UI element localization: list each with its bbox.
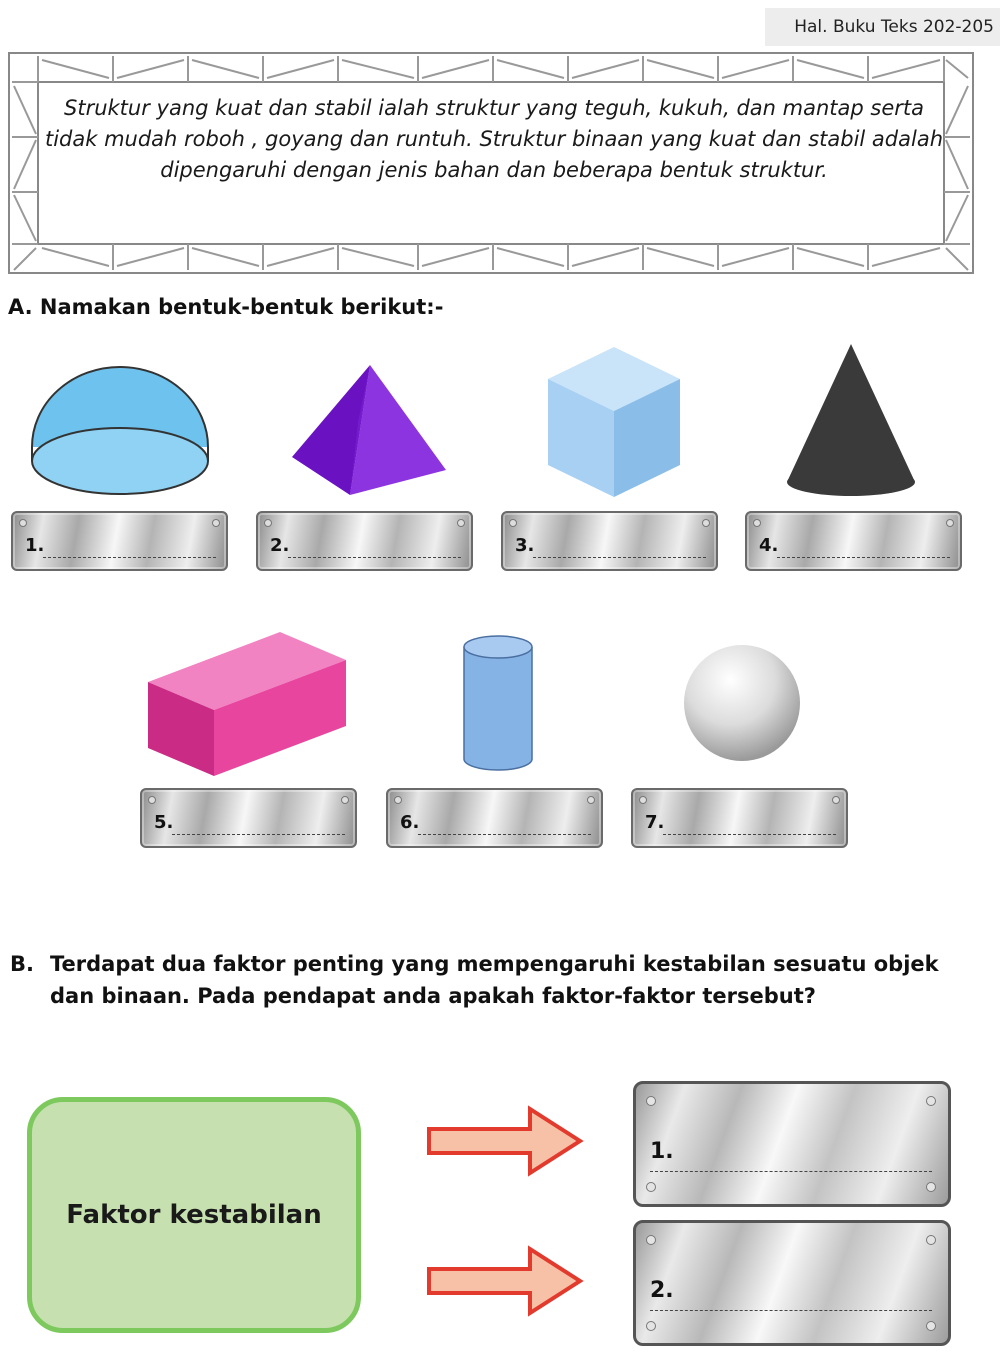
answer-line [650, 1310, 932, 1311]
cuboid-icon [148, 632, 346, 776]
answer-plate-2[interactable]: 2. [256, 511, 473, 571]
answer-number: 4. [759, 535, 779, 556]
section-b-text: Terdapat dua faktor penting yang mempeng… [50, 952, 939, 1008]
textbook-page-reference: Hal. Buku Teks 202-205 [765, 8, 1000, 46]
answer-line [43, 557, 216, 558]
section-b-label: B. [10, 952, 34, 976]
cone-icon [787, 344, 915, 496]
answer-plate-7[interactable]: 7. [631, 788, 848, 848]
right-arrow-icon [427, 1105, 584, 1177]
answer-line [650, 1171, 932, 1172]
answer-number: 5. [154, 812, 174, 833]
answer-number: 1. [25, 535, 45, 556]
factor-answer-plate-2[interactable]: 2. [633, 1220, 951, 1346]
answer-line [533, 557, 706, 558]
answer-line [663, 834, 836, 835]
cube-icon [548, 347, 680, 497]
factor-answer-plate-1[interactable]: 1. [633, 1081, 951, 1207]
answer-number: 3. [515, 535, 535, 556]
answer-line [777, 557, 950, 558]
faktor-kestabilan-box: Faktor kestabilan [27, 1097, 361, 1333]
section-a-heading: A. Namakan bentuk-bentuk berikut:- [8, 295, 444, 319]
cylinder-icon [463, 635, 533, 771]
answer-number: 1. [650, 1139, 674, 1164]
right-arrow-icon [427, 1245, 584, 1317]
answer-plate-6[interactable]: 6. [386, 788, 603, 848]
answer-line [418, 834, 591, 835]
answer-number: 2. [270, 535, 290, 556]
sphere-icon [684, 645, 800, 761]
answer-plate-5[interactable]: 5. [140, 788, 357, 848]
faktor-kestabilan-label: Faktor kestabilan [66, 1200, 322, 1230]
intro-paragraph: Struktur yang kuat dan stabil ialah stru… [44, 96, 944, 182]
answer-number: 7. [645, 812, 665, 833]
answer-line [172, 834, 345, 835]
answer-line [288, 557, 461, 558]
hemisphere-icon [31, 366, 209, 495]
truss-frame [8, 52, 974, 274]
answer-plate-1[interactable]: 1. [11, 511, 228, 571]
answer-number: 2. [650, 1278, 674, 1303]
answer-plate-3[interactable]: 3. [501, 511, 718, 571]
answer-plate-4[interactable]: 4. [745, 511, 962, 571]
pyramid-icon [292, 365, 446, 495]
answer-number: 6. [400, 812, 420, 833]
